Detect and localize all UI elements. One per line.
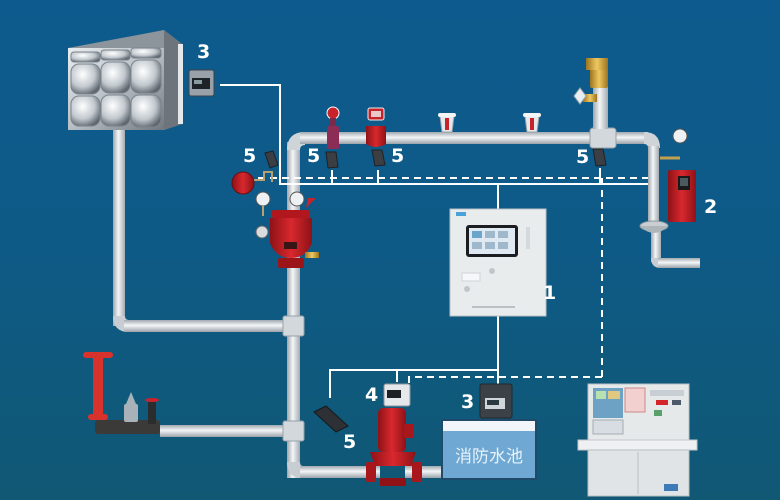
label-controller: 1: [543, 282, 557, 304]
signal-butterfly-valve: [326, 106, 340, 149]
end-test-device: [639, 128, 696, 233]
fire-control-console: [577, 383, 698, 497]
fire-pump: [366, 408, 422, 486]
pipe-elbow: [644, 132, 660, 148]
signal-line-tank-meter: [220, 84, 648, 185]
pipe-tank-horizontal: [124, 320, 292, 332]
pipe-hydrant-line: [160, 425, 290, 437]
pipe-pump-suction: [300, 466, 380, 478]
pool-lid: [443, 421, 535, 431]
sprinkler-head: [523, 113, 541, 133]
sensors: [264, 148, 607, 169]
pipe-right-drop: [648, 146, 659, 224]
dashed-lines: [258, 177, 648, 383]
label-sensor-end-test: 5: [576, 146, 590, 168]
label-sensor-pump-room: 5: [343, 431, 357, 453]
hydrant-adapter: [83, 352, 160, 434]
level-meter-pool: [479, 383, 513, 419]
sensor-device: [325, 151, 339, 169]
dashed-line-pump: [408, 376, 602, 383]
pipe-drain-out: [658, 258, 700, 268]
sprinkler-head: [438, 113, 456, 133]
alarm-valve: [231, 171, 319, 268]
pipe-top-main: [300, 132, 648, 144]
pipe-drain: [651, 230, 661, 262]
label-pressure-switch-box: 2: [704, 196, 718, 218]
pipe-pump-pool: [405, 466, 445, 478]
fire-water-pool: 消防水池: [441, 419, 537, 480]
pipe-tee: [282, 420, 305, 442]
signal-gate-valve: [366, 107, 386, 147]
signal-lines: [220, 84, 648, 398]
sensor-device: [264, 150, 279, 169]
controller-cabinet: [449, 208, 547, 317]
signal-line-pump-room: [329, 369, 498, 398]
label-pump-monitor: 4: [365, 384, 379, 406]
sensor-device: [592, 148, 607, 167]
sensor-device: [371, 149, 386, 167]
pool-label: 消防水池: [455, 447, 523, 467]
pipe-elbow: [287, 462, 303, 478]
label-sensor-gate-valve: 5: [391, 145, 405, 167]
pump-room-sensor: [313, 405, 349, 433]
label-sensor-alarm-valve: 5: [243, 145, 257, 167]
exhaust-valve: [573, 58, 608, 129]
label-level-meter-pool: 3: [461, 391, 475, 413]
pipe-tee: [589, 127, 617, 149]
label-sensor-signal-valve: 5: [307, 145, 321, 167]
level-meter-tank: [188, 69, 215, 97]
label-level-meter-tank: 3: [197, 41, 211, 63]
pump-monitor: [383, 383, 411, 407]
pipe-tank-drop: [113, 128, 125, 326]
water-tank: [68, 30, 183, 130]
pipe-tee: [282, 315, 305, 337]
